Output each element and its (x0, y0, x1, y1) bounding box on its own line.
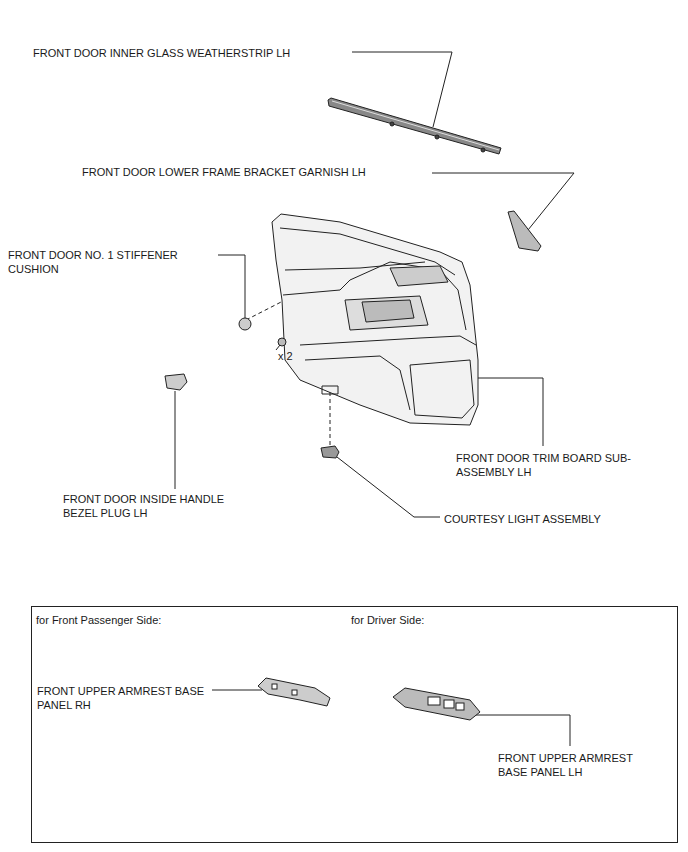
leader-line (218, 255, 245, 318)
leader-line (175, 391, 176, 489)
quantity-note: x 2 (278, 349, 308, 363)
leader-line (432, 173, 574, 230)
leader-line (477, 378, 543, 446)
part-name: FRONT UPPER ARMREST BASE PANEL RH (37, 684, 209, 712)
variant-heading: for Front Passenger Side: (36, 613, 336, 627)
install-line (246, 300, 285, 320)
courtesy-light-part (321, 446, 339, 458)
leader-line (337, 457, 440, 517)
armrest-panel-lh (393, 688, 480, 720)
garnish-part (508, 211, 541, 251)
part-name: COURTESY LIGHT ASSEMBLY (444, 512, 664, 526)
part-name: FRONT DOOR INNER GLASS WEATHERSTRIP LH (33, 46, 353, 60)
bezel-plug-part (165, 374, 187, 390)
leader-line (470, 715, 570, 746)
weatherstrip (328, 98, 501, 154)
door-trim-board (272, 214, 478, 425)
clip-part (276, 338, 286, 350)
part-name: FRONT DOOR INSIDE HANDLE BEZEL PLUG LH (63, 492, 248, 520)
part-name: FRONT UPPER ARMREST BASE PANEL LH (498, 751, 658, 779)
cushion-part (239, 318, 251, 330)
part-name: FRONT DOOR LOWER FRAME BRACKET GARNISH L… (82, 165, 432, 179)
variant-heading: for Driver Side: (351, 613, 651, 627)
part-name: FRONT DOOR NO. 1 STIFFENER CUSHION (8, 248, 208, 276)
variant-panel: for Front Passenger Side: for Driver Side… (31, 606, 678, 843)
armrest-panel-rh (258, 678, 330, 706)
part-name: FRONT DOOR TRIM BOARD SUB-ASSEMBLY LH (456, 451, 661, 479)
leader-line (212, 690, 262, 691)
